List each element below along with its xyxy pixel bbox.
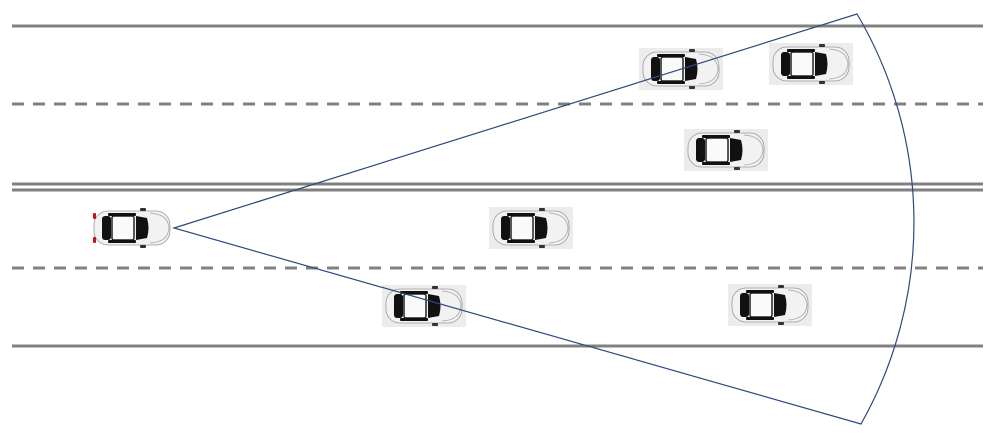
car-top-view-icon xyxy=(489,207,573,249)
car-top-view-icon xyxy=(93,207,171,249)
brake-light xyxy=(93,237,96,243)
car-top-view-icon xyxy=(769,43,853,85)
other-vehicles xyxy=(382,43,853,327)
car-top-view-icon xyxy=(728,284,812,326)
car-top-view-icon xyxy=(382,285,466,327)
brake-light xyxy=(93,213,96,219)
car-top-view-icon xyxy=(684,129,768,171)
road xyxy=(12,24,983,348)
ego-vehicle xyxy=(93,207,171,249)
sensor-field-of-view xyxy=(171,13,915,425)
